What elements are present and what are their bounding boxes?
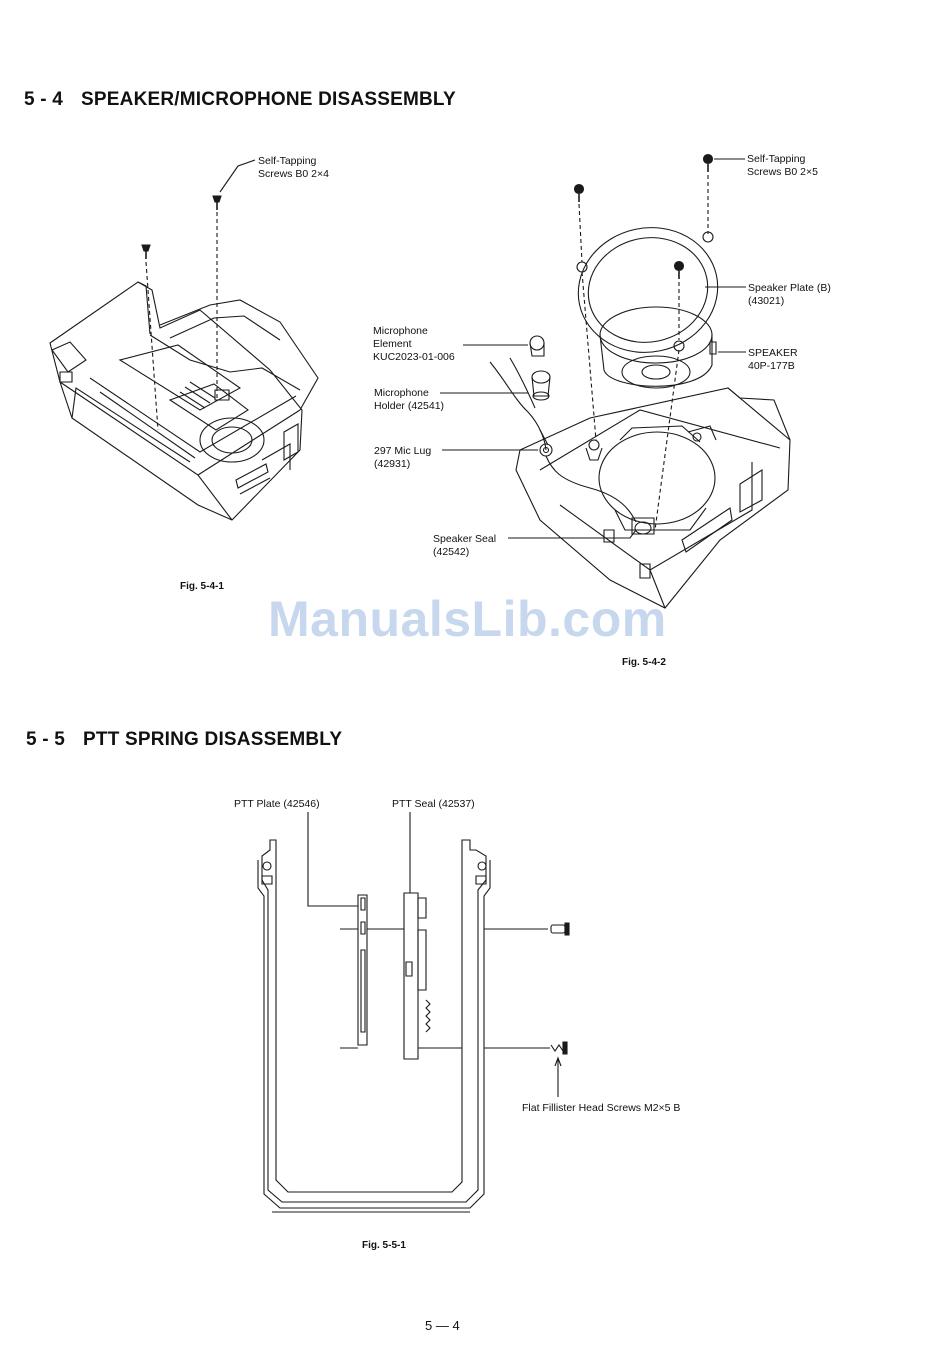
page-number: 5 — 4 (425, 1318, 460, 1333)
section-title: PTT SPRING DISASSEMBLY (83, 729, 343, 750)
screw-icon (551, 923, 569, 935)
section-number: 5 - 5 (26, 729, 66, 750)
screw-icon (575, 185, 584, 203)
microphone-holder-part (532, 371, 550, 400)
ptt-seal-label: PTT Seal (42537) (392, 798, 475, 810)
mic-lug-label: 297 Mic Lug (42931) (374, 445, 432, 470)
screw-icon (142, 245, 150, 259)
screw-icon (213, 196, 221, 210)
microphone-holder-label: Microphone Holder (42541) (374, 387, 445, 412)
fig-5-4-1-drawing (50, 160, 318, 520)
flat-fillister-screws-label: Flat Fillister Head Screws M2×5 B (522, 1102, 681, 1114)
section-5-5-heading: 5 - 5 PTT SPRING DISASSEMBLY (26, 729, 342, 751)
fig-5-4-1-caption: Fig. 5-4-1 (180, 581, 224, 592)
fig-5-4-2-drawing (440, 155, 790, 609)
screw-icon (704, 155, 713, 173)
fig-5-5-1-drawing (258, 812, 569, 1212)
fig-5-4-1-screws-label: Self-Tapping Screws B0 2×4 (258, 155, 329, 180)
section-5-4-heading: 5 - 4 SPEAKER/MICROPHONE DISASSEMBLY (24, 89, 456, 111)
ptt-plate-label: PTT Plate (42546) (234, 798, 320, 810)
fig-5-5-1-caption: Fig. 5-5-1 (362, 1240, 406, 1251)
speaker-label: SPEAKER 40P-177B (748, 347, 798, 372)
microphone-element-label: Microphone Element KUC2023-01-006 (373, 325, 455, 363)
speaker-plate-label: Speaker Plate (B) (43021) (748, 282, 831, 307)
ptt-plate-part (358, 895, 367, 1045)
fig-5-4-2-caption: Fig. 5-4-2 (622, 657, 666, 668)
screw-icon (551, 1042, 567, 1054)
ptt-seal-part (404, 893, 430, 1059)
screw-icon (675, 262, 684, 280)
mic-lug-part (540, 430, 552, 456)
watermark: ManualsLib.com (268, 591, 667, 647)
fig-5-4-2-screws-label: Self-Tapping Screws B0 2×5 (747, 153, 818, 178)
microphone-element-part (530, 336, 544, 356)
section-number: 5 - 4 (24, 89, 64, 110)
speaker-seal-label: Speaker Seal (42542) (433, 533, 497, 558)
section-title: SPEAKER/MICROPHONE DISASSEMBLY (81, 89, 456, 110)
